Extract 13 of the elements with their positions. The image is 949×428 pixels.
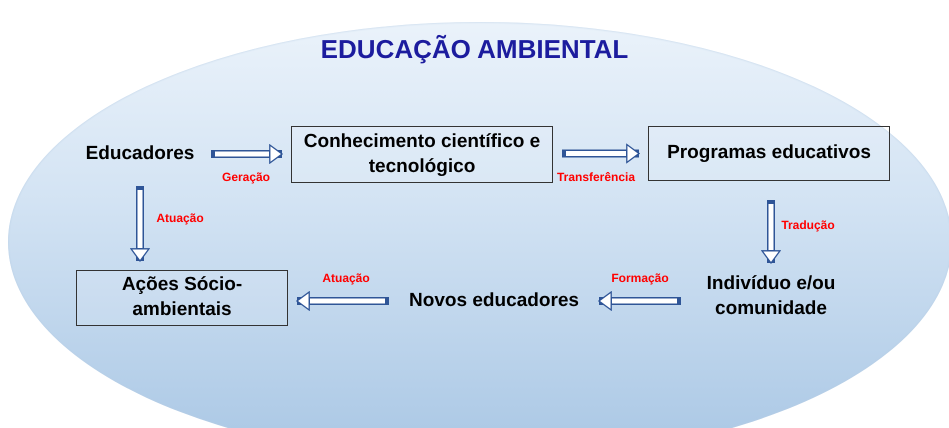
node-text: Novos educadores bbox=[398, 288, 590, 314]
node-text: Educadores bbox=[78, 141, 202, 167]
process-box: Programas educativos bbox=[648, 126, 890, 181]
process-box: Ações Sócio-ambientais bbox=[76, 270, 288, 326]
edge-label: Atuação bbox=[156, 211, 204, 225]
diagram-title: EDUCAÇÃO AMBIENTAL bbox=[320, 34, 630, 65]
edge-label: Tradução bbox=[781, 218, 835, 232]
edge-label: Formação bbox=[611, 271, 669, 285]
node-text: Indivíduo e/ou comunidade bbox=[690, 272, 852, 322]
edge-label: Geração bbox=[222, 170, 270, 184]
process-box: Conhecimento científico e tecnológico bbox=[291, 126, 553, 183]
edge-label: Transferência bbox=[556, 170, 636, 184]
edge-label: Atuação bbox=[322, 271, 370, 285]
